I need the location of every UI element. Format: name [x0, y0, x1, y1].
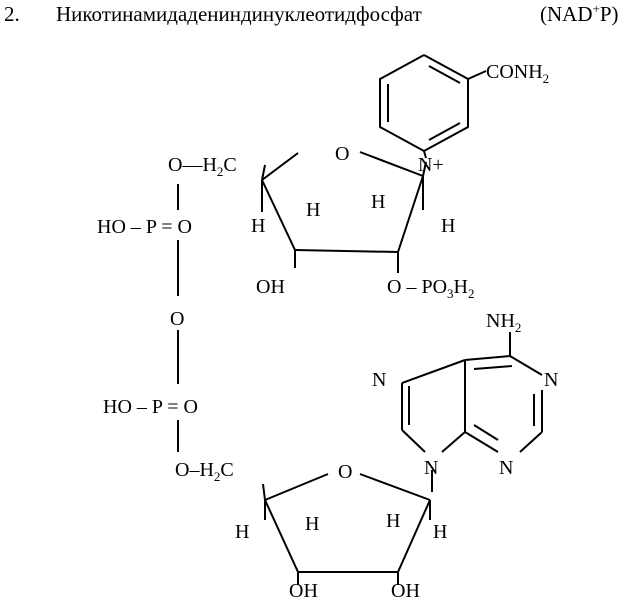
compound-name: Никотинамидадениндинуклеотидфосфат	[56, 2, 422, 26]
lower-h-c1: H	[433, 521, 447, 543]
bond-to-conh2	[467, 70, 487, 80]
upper-h-c4: H	[251, 215, 265, 237]
lower-h-c2: H	[386, 510, 400, 532]
adenine-n9: N	[424, 457, 438, 479]
upper-h-c2: H	[371, 191, 385, 213]
lower-phosphate-label: HO – P = O	[103, 396, 198, 418]
adenine-n1: N	[544, 369, 558, 391]
upper-ring-oxygen: O	[335, 143, 349, 165]
lower-oh-right: OH	[391, 580, 420, 602]
nicotinamide-n-plus: N+	[418, 154, 444, 176]
adenine-n3: N	[499, 457, 513, 479]
upper-h-c1: H	[441, 215, 455, 237]
abbr-superscript: +	[592, 1, 600, 16]
compound-title: 2. Никотинамидадениндинуклеотидфосфат (N…	[4, 2, 636, 30]
lower-ring-oxygen: O	[338, 461, 352, 483]
upper-phosphate-label: HO – P = O	[97, 216, 192, 238]
compound-abbreviation: (NAD+P)	[540, 2, 619, 27]
lower-h-c4: H	[235, 521, 249, 543]
upper-o-h2c-label: O—H2C	[168, 154, 237, 179]
abbr-close: P)	[599, 2, 619, 26]
conh2-label: CONH2	[486, 61, 549, 86]
benzene-ring	[379, 54, 487, 159]
bond-ring-to-nplus	[423, 150, 427, 159]
adenine-n7: N	[372, 369, 386, 391]
lower-oh-left: OH	[289, 580, 318, 602]
upper-h-c3: H	[306, 199, 320, 221]
lower-ribose-ring	[262, 473, 431, 585]
phosphate-2-label: O – PO3H2	[387, 276, 474, 301]
lower-h-c3: H	[305, 513, 319, 535]
upper-ribose-ring	[261, 151, 427, 273]
bridge-oxygen: O	[170, 308, 184, 330]
upper-oh-label: OH	[256, 276, 285, 298]
nh2-label: NH2	[486, 310, 521, 335]
lower-o-h2c-label: O–H2C	[175, 459, 234, 484]
abbr-open: (NAD	[540, 2, 593, 26]
adenine-rings	[401, 332, 543, 492]
list-number: 2.	[4, 2, 20, 26]
